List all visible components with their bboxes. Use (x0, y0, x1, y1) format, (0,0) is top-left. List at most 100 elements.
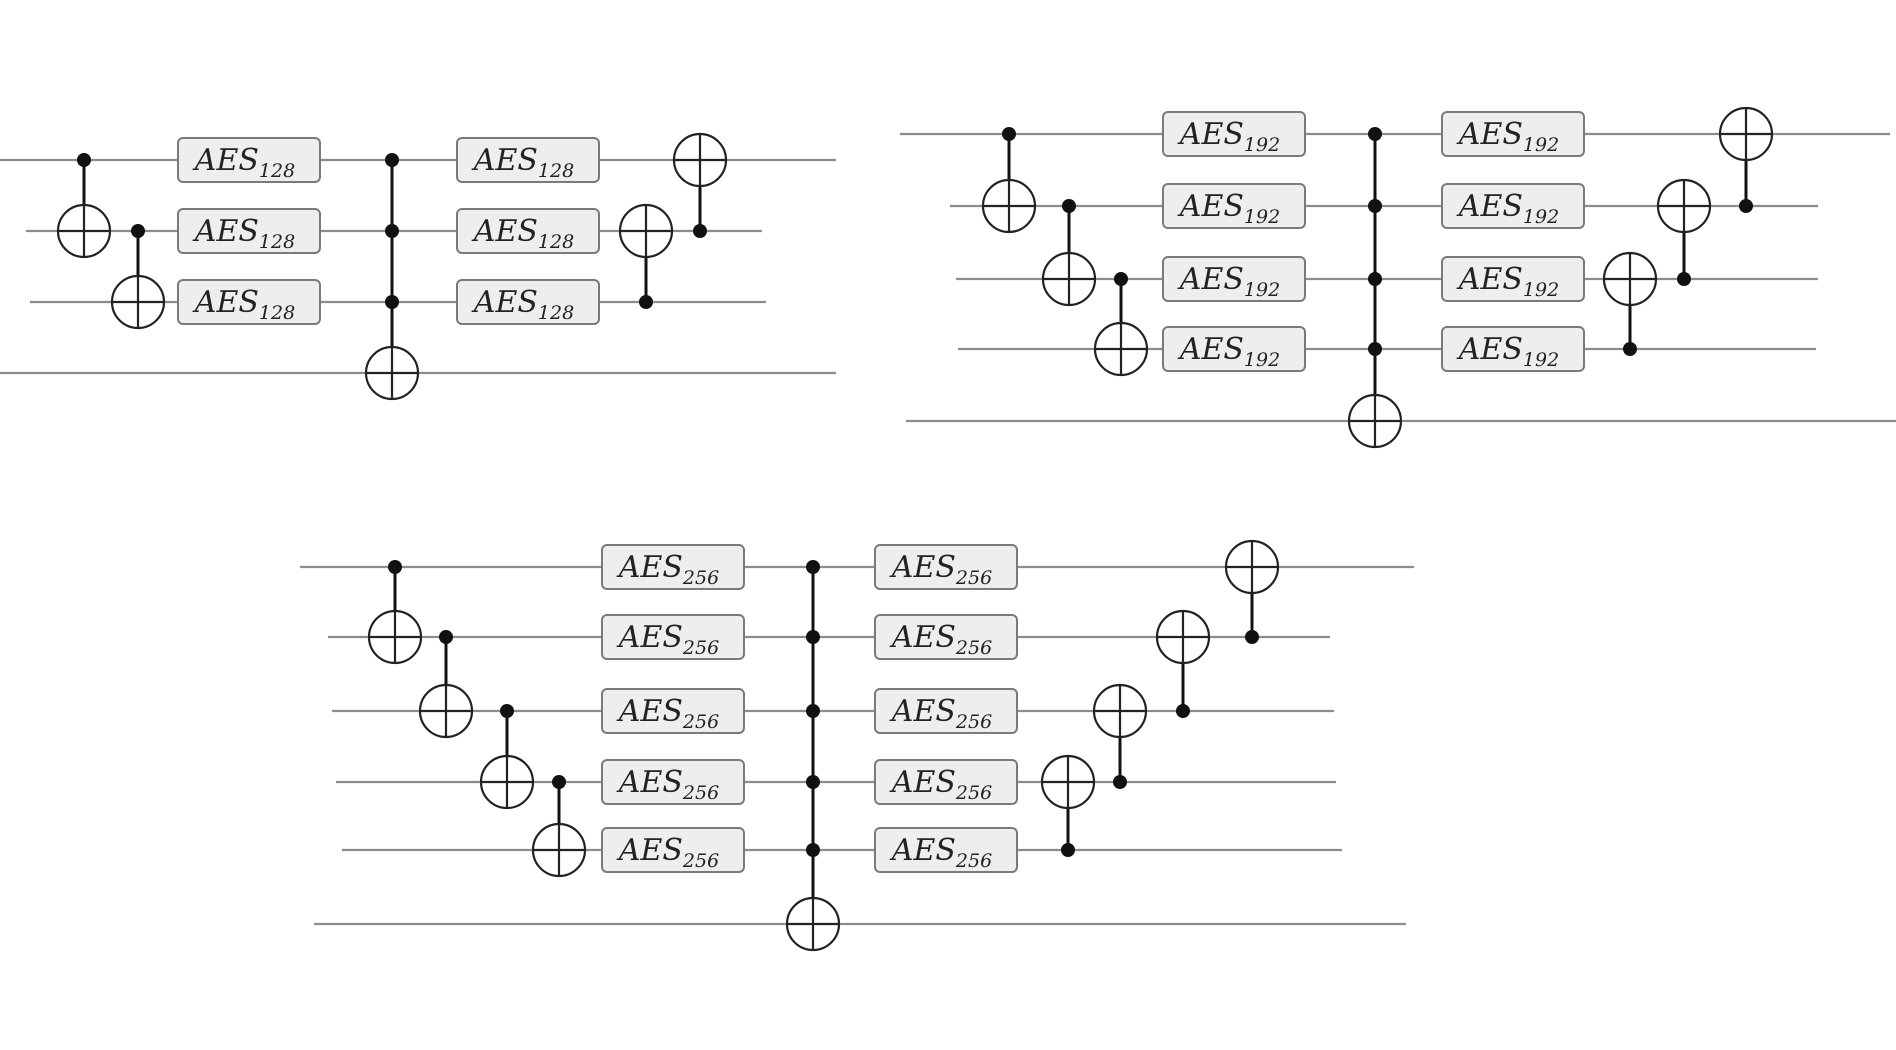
cnot-256-fwd-2-target (479, 754, 535, 810)
aes-gate-192-b-1-box (1441, 183, 1585, 229)
aes-gate-256-b-0: AES256 (874, 544, 1018, 590)
cnot-256-fwd-2 (479, 704, 535, 810)
aes-gate-256-a-2-text: AES256 (616, 694, 719, 733)
cnot-192-rev-0 (1718, 106, 1774, 213)
aes-gate-128-b-2-text: AES128 (471, 285, 574, 324)
cnot-128-fwd-0-control-dot (77, 153, 91, 167)
cnot-256-rev-3 (1040, 754, 1096, 857)
aes-gate-128-a-0-box (177, 137, 321, 183)
aes-gate-128-a-0-subscript: 128 (259, 160, 295, 182)
aes-gate-256-a-1-label: AES (616, 620, 683, 655)
cnot-192-rev-2-target (1602, 251, 1658, 307)
aes-gate-128-b-1-text: AES128 (471, 214, 574, 253)
cnot-256-fwd-3 (531, 775, 587, 878)
aes-gate-192-b-1: AES192 (1441, 183, 1585, 229)
cnot-256-fwd-3-target (531, 822, 587, 878)
cnot-256-rev-0-control-dot (1245, 630, 1259, 644)
aes-gate-192-a-2-subscript: 192 (1244, 279, 1280, 301)
cnot-128-fwd-1-target (110, 274, 166, 330)
aes-gate-128-a-2-box (177, 279, 321, 325)
multi-cnot-192-control-3 (1368, 342, 1382, 356)
cnot-256-fwd-1-control-dot (439, 630, 453, 644)
aes-gate-128-a-0-label: AES (192, 143, 259, 178)
aes-gate-256-a-4-subscript: 256 (682, 850, 719, 872)
aes-gate-256-b-1-text: AES256 (889, 620, 992, 659)
aes-gate-256-b-0-text: AES256 (889, 550, 992, 589)
cnot-192-fwd-2-target (1093, 321, 1149, 377)
cnot-128-rev-1-control-dot (639, 295, 653, 309)
aes-gate-128-a-2-label: AES (192, 285, 259, 320)
cnot-256-rev-2-control-dot (1113, 775, 1127, 789)
aes-gate-256-a-1-text: AES256 (616, 620, 719, 659)
aes-gate-256-b-3-subscript: 256 (955, 782, 992, 804)
cnot-192-rev-2-control-dot (1623, 342, 1637, 356)
cnot-256-fwd-0 (367, 560, 423, 665)
aes-gate-256-a-0-text: AES256 (616, 550, 719, 589)
aes-gate-192-a-0-subscript: 192 (1244, 134, 1280, 156)
multi-cnot-128-control-2 (385, 295, 399, 309)
aes-gate-256-b-1: AES256 (874, 614, 1018, 660)
cnot-256-rev-1-target (1155, 609, 1211, 665)
cnot-192-fwd-0-target (981, 178, 1037, 234)
cnot-192-fwd-0-control-dot (1002, 127, 1016, 141)
aes-gate-192-b-0-label: AES (1456, 117, 1523, 152)
aes-gate-256-b-1-subscript: 256 (955, 637, 992, 659)
aes-gate-128-a-1: AES128 (177, 208, 321, 254)
aes-gate-256-a-3-label: AES (616, 765, 683, 800)
aes-gate-192-b-1-label: AES (1456, 189, 1523, 224)
aes-gate-256-a-2: AES256 (601, 688, 745, 734)
aes-gate-128-a-1-subscript: 128 (259, 231, 295, 253)
cnot-256-rev-2 (1092, 683, 1148, 789)
aes-gate-128-b-2-box (456, 279, 600, 325)
aes-gate-192-b-3-box (1441, 326, 1585, 372)
aes-gate-256-b-2-box (874, 688, 1018, 734)
aes-gate-192-a-0-text: AES192 (1177, 117, 1280, 156)
cnot-256-fwd-3-control-dot (552, 775, 566, 789)
multi-cnot-192 (1347, 127, 1403, 449)
aes-gate-128-b-0-box (456, 137, 600, 183)
aes-gate-256-a-3-box (601, 759, 745, 805)
aes-gate-128-b-1-subscript: 128 (538, 231, 574, 253)
cnot-192-fwd-2-control-dot (1114, 272, 1128, 286)
aes-gate-256-b-2: AES256 (874, 688, 1018, 734)
cnot-128-fwd-1-control-dot (131, 224, 145, 238)
cnot-256-rev-1-control-dot (1176, 704, 1190, 718)
multi-cnot-256-control-1 (806, 630, 820, 644)
aes-gate-192-a-1-box (1162, 183, 1306, 229)
aes-gate-256-a-1-box (601, 614, 745, 660)
cnot-128-fwd-0-target (56, 203, 112, 259)
cnot-128-rev-0-control-dot (693, 224, 707, 238)
aes-gate-256-b-3: AES256 (874, 759, 1018, 805)
multi-cnot-128-control-1 (385, 224, 399, 238)
multi-cnot-192-target (1347, 393, 1403, 449)
cnot-192-rev-2 (1602, 251, 1658, 356)
aes-gate-192-a-2-label: AES (1177, 262, 1244, 297)
aes-gate-192-a-3-text: AES192 (1177, 332, 1280, 371)
aes-gate-192-b-3-label: AES (1456, 332, 1523, 367)
aes-gate-128-a-2-subscript: 128 (259, 302, 295, 324)
multi-cnot-256-control-0 (806, 560, 820, 574)
aes-gate-256-b-1-label: AES (889, 620, 956, 655)
aes-gate-192-b-2-text: AES192 (1456, 262, 1559, 301)
aes-gate-256-a-4-box (601, 827, 745, 873)
aes-gate-256-a-1: AES256 (601, 614, 745, 660)
aes-gate-128-b-0-label: AES (471, 143, 538, 178)
cnot-192-fwd-1-target (1041, 251, 1097, 307)
aes-gate-192-b-0-box (1441, 111, 1585, 157)
aes-gate-256-b-0-label: AES (889, 550, 956, 585)
aes-gate-256-a-3: AES256 (601, 759, 745, 805)
aes-gate-192-a-3-box (1162, 326, 1306, 372)
aes-gate-128-a-1-box (177, 208, 321, 254)
aes-gate-192-b-3-text: AES192 (1456, 332, 1559, 371)
multi-cnot-256-target (785, 896, 841, 952)
aes-gate-256-b-4-label: AES (889, 833, 956, 868)
cnot-192-fwd-1 (1041, 199, 1097, 307)
aes-gate-256-a-3-subscript: 256 (682, 782, 719, 804)
aes-gate-128-b-2: AES128 (456, 279, 600, 325)
aes-gate-128-b-2-subscript: 128 (538, 302, 574, 324)
aes-gate-128-b-0-subscript: 128 (538, 160, 574, 182)
aes-gate-192-a-2-text: AES192 (1177, 262, 1280, 301)
aes-gate-256-a-4-label: AES (616, 833, 683, 868)
aes-gate-256-b-4-text: AES256 (889, 833, 992, 872)
